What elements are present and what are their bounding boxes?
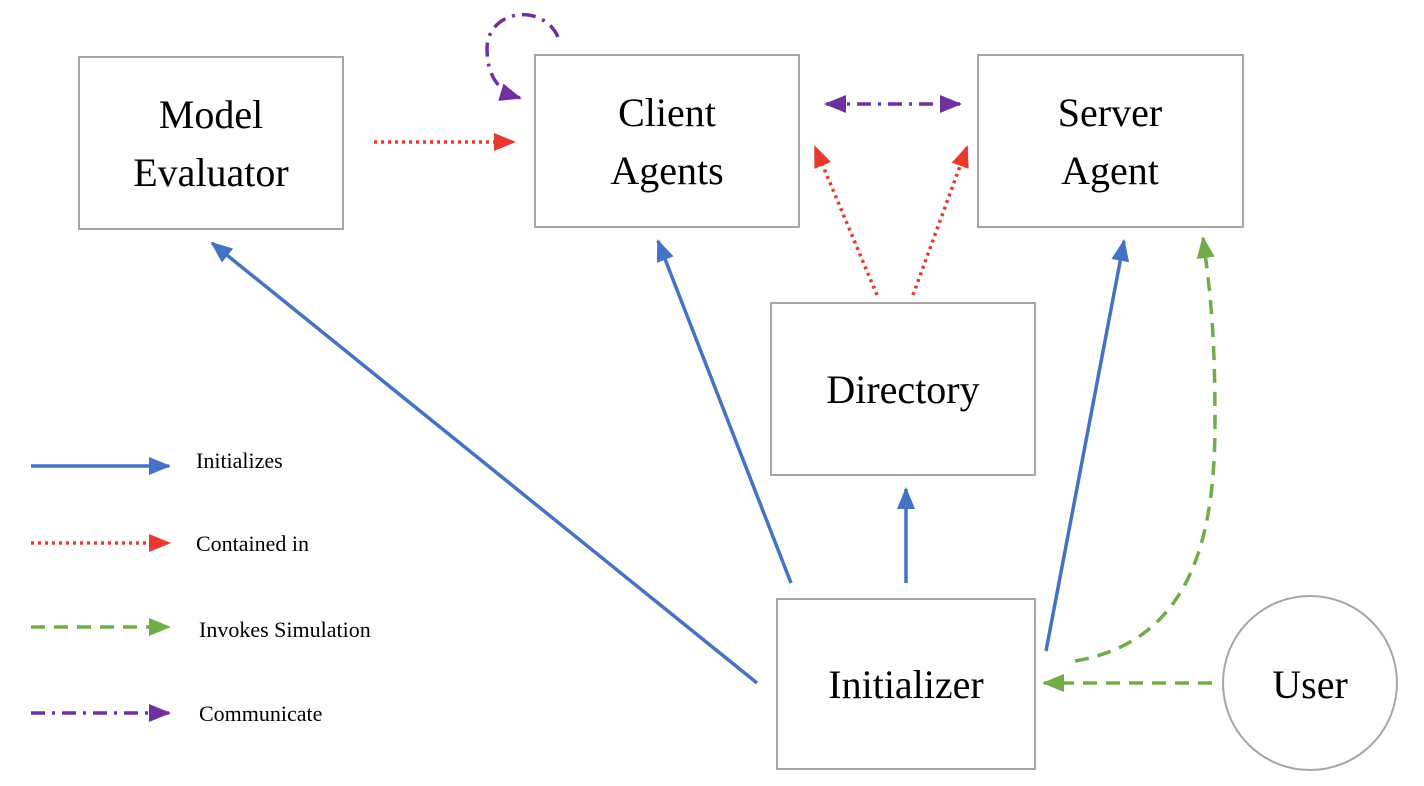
edge-directory-in-client-agents [813, 145, 879, 296]
directory-label: Directory [826, 367, 979, 412]
edges-initializes [210, 239, 1130, 685]
edges-invokes-simulation [1042, 236, 1217, 692]
client-agents-label-line1: Client [618, 90, 716, 135]
model-evaluator-label-line1: Model [159, 92, 263, 137]
edge-initializer-to-client-agents [656, 239, 793, 584]
client-agents-label-line2: Agents [610, 148, 723, 193]
legend: Initializes Contained in Invokes Simulat… [31, 448, 371, 726]
edges-contained-in [374, 133, 969, 296]
node-directory[interactable]: Directory [770, 302, 1036, 476]
legend-item-invokes-simulation: Invokes Simulation [31, 617, 371, 642]
edge-directory-in-server-agent [911, 145, 969, 296]
legend-item-communicate: Communicate [31, 701, 322, 726]
node-server-agent[interactable]: Server Agent [977, 54, 1244, 228]
model-evaluator-label-line2: Evaluator [133, 150, 289, 195]
legend-label-communicate: Communicate [199, 701, 322, 726]
legend-label-initializes: Initializes [196, 448, 283, 473]
edge-initializer-to-model-evaluator [210, 241, 759, 685]
node-client-agents[interactable]: Client Agents [534, 54, 800, 228]
edge-client-agents-self-communicate [485, 12, 560, 101]
node-model-evaluator[interactable]: Model Evaluator [78, 56, 344, 230]
node-initializer[interactable]: Initializer [776, 598, 1036, 770]
edge-initializer-to-server-agent-simulation [1074, 236, 1217, 663]
legend-label-contained-in: Contained in [196, 531, 309, 556]
edges-communicate [485, 12, 962, 113]
legend-item-contained-in: Contained in [31, 531, 309, 556]
initializer-label: Initializer [828, 662, 983, 707]
node-user[interactable]: User [1222, 595, 1398, 771]
server-agent-label-line1: Server [1058, 90, 1162, 135]
legend-item-initializes: Initializes [31, 448, 283, 475]
server-agent-label-line2: Agent [1061, 148, 1159, 193]
edge-initializer-to-server-agent [1044, 239, 1130, 652]
legend-label-invokes-simulation: Invokes Simulation [199, 617, 371, 642]
user-label: User [1272, 662, 1348, 707]
